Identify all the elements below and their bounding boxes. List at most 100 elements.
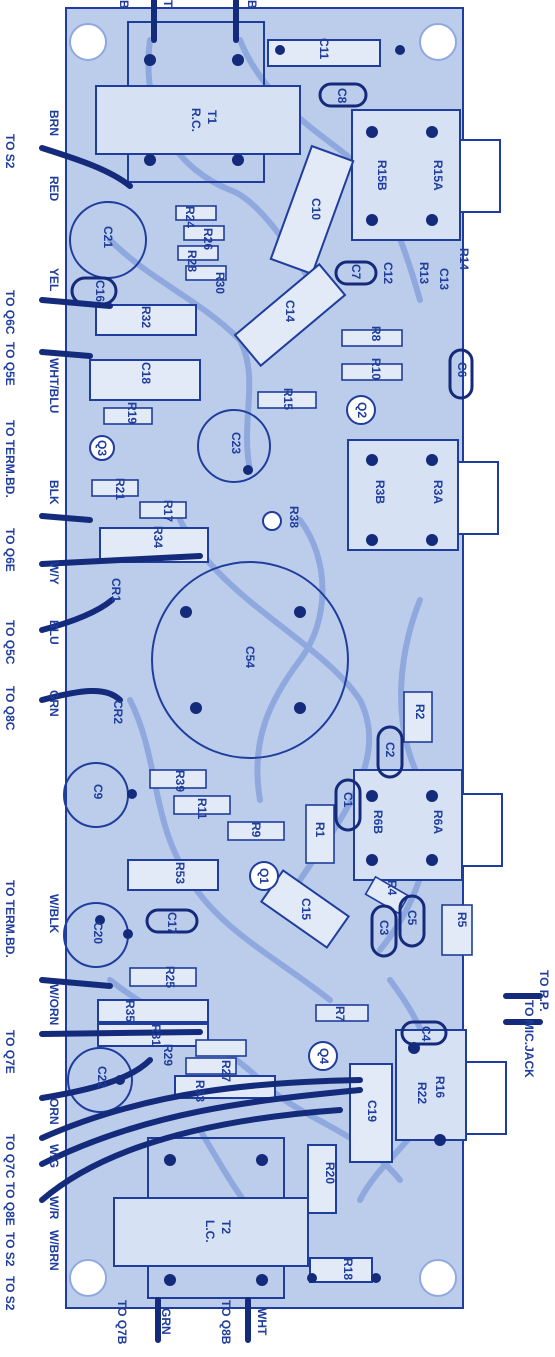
wire-label-to-q6c: TO Q6C bbox=[3, 290, 17, 335]
c8-label: C8 bbox=[335, 88, 349, 104]
c6-label: C6 bbox=[455, 362, 469, 378]
r14-label: R14 bbox=[457, 248, 471, 271]
wire-label-yel: YEL bbox=[47, 268, 61, 292]
r18-label: R18 bbox=[341, 1258, 355, 1281]
top-label-b1: B bbox=[117, 0, 131, 9]
c13-label: C13 bbox=[437, 268, 451, 291]
wire-label-w-blk: W/BLK bbox=[47, 894, 61, 934]
r22-label: R22 bbox=[415, 1082, 429, 1105]
r4-label: R4 bbox=[385, 880, 399, 896]
r6a-label: R6A bbox=[431, 810, 445, 835]
r9-label: R9 bbox=[249, 822, 263, 838]
r28-label: R28 bbox=[185, 250, 199, 273]
r10-label: R10 bbox=[369, 358, 383, 381]
r15b-label: R15B bbox=[375, 160, 389, 191]
mounting-holes bbox=[69, 23, 457, 1297]
q2-label: Q2 bbox=[355, 402, 369, 419]
r30-label: R30 bbox=[213, 272, 227, 295]
r27-label: R27 bbox=[219, 1060, 233, 1083]
wire-label-grn-2: GRN bbox=[159, 1308, 173, 1335]
transistors bbox=[89, 395, 376, 1071]
r6b-label: R6B bbox=[371, 810, 385, 835]
r13-label: R13 bbox=[417, 262, 431, 285]
r17-label: R17 bbox=[161, 500, 175, 523]
r3b-label: R3B bbox=[373, 480, 387, 505]
c16-label: C16 bbox=[93, 280, 107, 303]
cr2-label: CR2 bbox=[111, 700, 125, 725]
r16-label: R16 bbox=[433, 1076, 447, 1099]
t1-label: T1 bbox=[205, 110, 219, 125]
wire-label-to-q5c: TO Q5C bbox=[3, 620, 17, 665]
c10-label: C10 bbox=[309, 198, 323, 221]
c22-label: C22 bbox=[95, 1066, 109, 1089]
wire-label-to-s2-b: TO S2 bbox=[3, 1276, 17, 1311]
wire-label-to-q7c: TO Q7C bbox=[3, 1134, 17, 1179]
wire-label-to-q8b: TO Q8B bbox=[219, 1300, 233, 1345]
c54-label: C54 bbox=[243, 646, 257, 669]
c4-label: C4 bbox=[419, 1026, 433, 1042]
wire-label-to-q8e: TO Q8E bbox=[3, 1182, 17, 1226]
wire-label-orn: ORN bbox=[47, 1098, 61, 1125]
wire-label-to-s2-a: TO S2 bbox=[3, 1232, 17, 1267]
r33-label: R33 bbox=[193, 1080, 207, 1103]
c21-label: C21 bbox=[101, 226, 115, 249]
wire-label-to-q7b: TO Q7B bbox=[115, 1300, 129, 1345]
wire-label-to-term-bd: TO TERM.BD. bbox=[3, 420, 17, 498]
r32-label: R32 bbox=[139, 306, 153, 329]
top-label-t: T bbox=[161, 0, 175, 8]
c5-label: C5 bbox=[405, 910, 419, 926]
r53-label: R53 bbox=[173, 862, 187, 885]
c12-label: C12 bbox=[381, 262, 395, 285]
r25-label: R25 bbox=[163, 966, 177, 989]
capacitor-c54 bbox=[151, 561, 349, 759]
c17-label: C17 bbox=[165, 912, 179, 935]
wire-label-to-q5e: TO Q5E bbox=[3, 342, 17, 386]
r7-label: R7 bbox=[333, 1006, 347, 1022]
wire-label-w-y: W/Y bbox=[47, 562, 61, 585]
c9-label: C9 bbox=[91, 784, 105, 800]
pill-capacitors bbox=[70, 82, 474, 1046]
pot-shafts bbox=[457, 139, 507, 1135]
cr1-label: CR1 bbox=[109, 578, 123, 603]
wire-label-wht: WHT bbox=[255, 1308, 269, 1336]
top-label-b2: B bbox=[245, 0, 259, 9]
r38-label: R38 bbox=[287, 506, 301, 529]
c20-label: C20 bbox=[91, 922, 105, 945]
r31-label: R31 bbox=[149, 1024, 163, 1047]
r2-label: R2 bbox=[413, 704, 427, 720]
r34-label: R34 bbox=[151, 526, 165, 549]
r15-label: R15 bbox=[281, 388, 295, 411]
c11-label: C11 bbox=[317, 38, 331, 60]
wire-label-to-mic-jack: TO MIC.JACK bbox=[522, 1000, 536, 1078]
r26-label: R26 bbox=[201, 228, 215, 251]
wire-label-to-q8c: TO Q8C bbox=[3, 686, 17, 731]
r5-label: R5 bbox=[455, 912, 469, 928]
r15a-label: R15A bbox=[431, 160, 445, 191]
q1-label: Q1 bbox=[257, 868, 271, 885]
q4-label: Q4 bbox=[317, 1048, 331, 1065]
c14-label: C14 bbox=[283, 300, 297, 323]
r3a-label: R3A bbox=[431, 480, 445, 505]
wire-label-to-q6e: TO Q6E bbox=[3, 528, 17, 572]
r29-label: R29 bbox=[161, 1044, 175, 1067]
external-wires bbox=[39, 0, 543, 1343]
c2-label: C2 bbox=[383, 742, 397, 758]
wire-label-to-s2: TO S2 bbox=[3, 134, 17, 169]
small-resistors bbox=[91, 205, 473, 1075]
transformer-t2 bbox=[113, 1137, 309, 1299]
c1-label: C1 bbox=[341, 792, 355, 808]
q3-label: Q3 bbox=[95, 440, 109, 457]
wire-label-w-g: W/G bbox=[47, 1144, 61, 1168]
r19-label: R19 bbox=[125, 402, 139, 425]
r20-label: R20 bbox=[323, 1162, 337, 1185]
r39-label: R39 bbox=[173, 770, 187, 793]
transformer-t1 bbox=[95, 21, 301, 183]
wire-label-brn: BRN bbox=[47, 110, 61, 136]
r24-label: R24 bbox=[183, 206, 197, 229]
c3-label: C3 bbox=[377, 920, 391, 936]
wire-label-blu: BLU bbox=[47, 620, 61, 645]
solder-pads bbox=[95, 45, 446, 1286]
wire-label-red: RED bbox=[47, 176, 61, 202]
